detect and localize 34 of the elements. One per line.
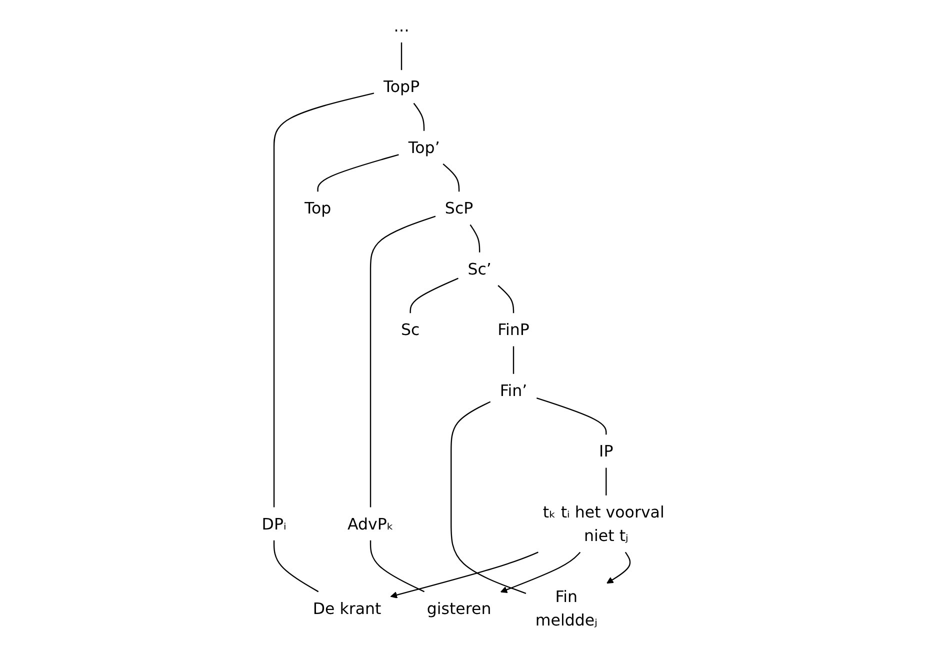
connector <box>605 468 606 496</box>
connector <box>450 401 526 594</box>
connector <box>400 42 402 70</box>
node-text: IP <box>598 442 613 461</box>
node-text: TopP <box>383 77 420 96</box>
arrow <box>390 552 538 598</box>
node-text: tₖ tᵢ het voorval niet tⱼ <box>542 502 664 546</box>
connector <box>273 92 374 508</box>
connector <box>370 540 424 592</box>
connector <box>412 102 424 131</box>
node-text: AdvPₖ <box>347 514 394 534</box>
node-text: Top’ <box>408 138 440 157</box>
node-text: Fin’ <box>499 381 527 400</box>
node-text: Sc <box>400 320 420 340</box>
node-text: Top <box>304 198 331 218</box>
connector <box>409 278 458 314</box>
node-text: FinP <box>497 320 530 340</box>
connector <box>536 398 606 435</box>
connector <box>512 346 514 374</box>
node-text: De krant <box>312 598 381 618</box>
connector <box>469 224 480 252</box>
node-text: DPᵢ <box>261 514 286 534</box>
connector <box>316 154 398 192</box>
node-text: ScP <box>444 198 473 218</box>
node-text: … <box>393 16 409 36</box>
node-text: Fin melddeⱼ <box>534 586 597 630</box>
connector <box>370 216 436 508</box>
node-text: Sc’ <box>467 259 492 278</box>
node-text: gisteren <box>426 598 491 618</box>
connector <box>273 540 318 592</box>
connector <box>442 164 460 192</box>
arrow <box>606 552 630 584</box>
connector <box>497 285 514 314</box>
arrow <box>500 552 580 594</box>
